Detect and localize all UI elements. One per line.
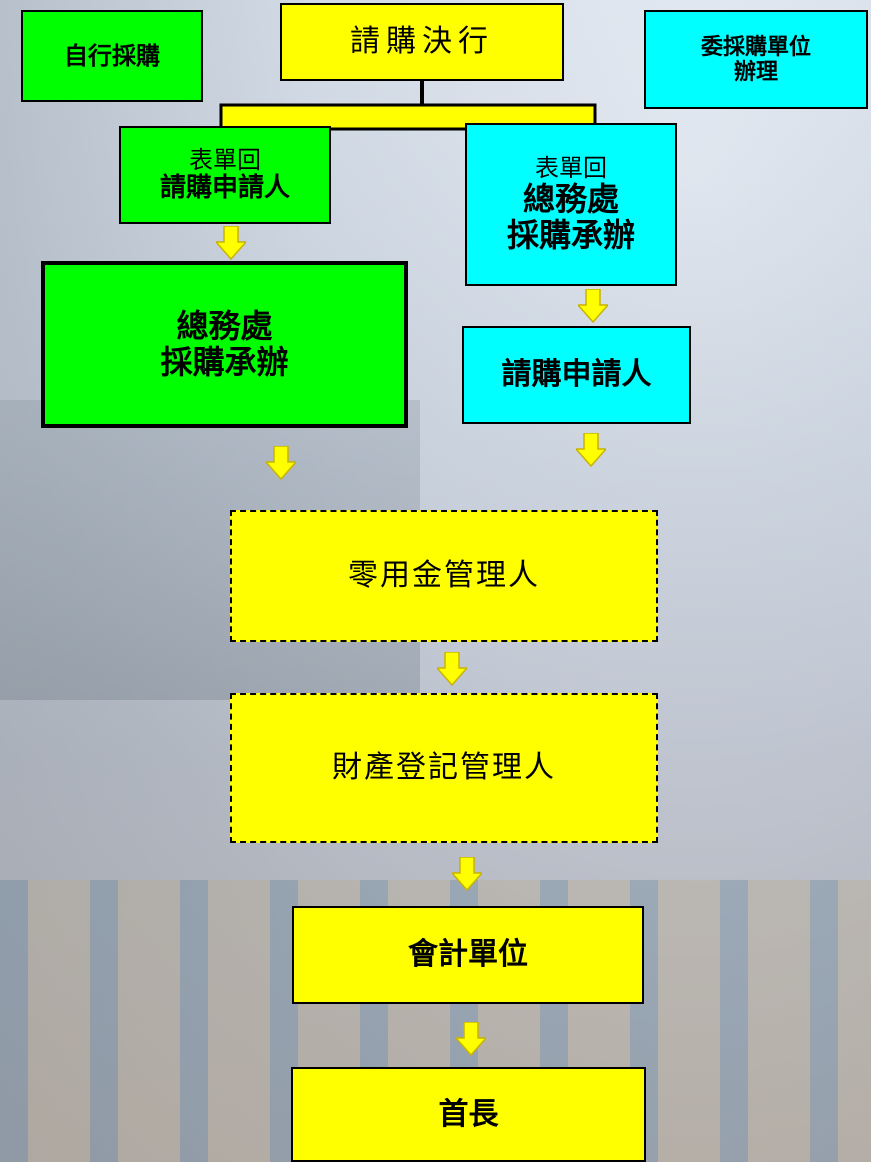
- accounting-label: 會計單位: [408, 937, 528, 973]
- right-return-main-2: 採購承辦: [506, 215, 635, 254]
- down-arrow-icon: [216, 226, 246, 260]
- approve-label: 請購決行: [350, 24, 494, 60]
- self-purchase-box: 自行採購: [21, 10, 203, 102]
- left-return-main: 請購申請人: [159, 172, 290, 203]
- chief-box: 首長: [291, 1067, 646, 1162]
- property-label: 財產登記管理人: [332, 750, 556, 786]
- down-arrow-icon: [576, 433, 606, 467]
- right-applicant-box: 請購申請人: [462, 326, 691, 424]
- left-return-small: 表單回: [189, 146, 261, 174]
- down-arrow-icon: [437, 652, 467, 686]
- delegate-label-line1: 委採購單位: [700, 33, 811, 60]
- chief-label: 首長: [438, 1096, 499, 1132]
- down-arrow-icon: [266, 446, 296, 480]
- approve-box: 請購決行: [280, 3, 564, 81]
- right-applicant-label: 請購申請人: [501, 357, 652, 393]
- delegate-box: 委採購單位 辦理: [644, 10, 868, 109]
- down-arrow-icon: [452, 857, 482, 891]
- petty-cash-box: 零用金管理人: [230, 510, 658, 642]
- left-office-line1: 總務處: [176, 306, 273, 345]
- left-office-box: 總務處 採購承辦: [41, 261, 408, 428]
- right-return-small: 表單回: [535, 154, 607, 183]
- self-purchase-label: 自行採購: [64, 40, 160, 70]
- property-box: 財產登記管理人: [230, 693, 658, 843]
- left-return-box: 表單回 請購申請人: [119, 126, 331, 224]
- down-arrow-icon: [578, 289, 608, 323]
- accounting-box: 會計單位: [292, 906, 644, 1004]
- right-return-box: 表單回 總務處 採購承辦: [465, 123, 677, 286]
- right-return-main-1: 總務處: [522, 180, 619, 219]
- delegate-label-line2: 辦理: [733, 58, 778, 85]
- left-office-line2: 採購承辦: [160, 342, 289, 381]
- petty-cash-label: 零用金管理人: [348, 558, 540, 594]
- down-arrow-icon: [456, 1022, 486, 1056]
